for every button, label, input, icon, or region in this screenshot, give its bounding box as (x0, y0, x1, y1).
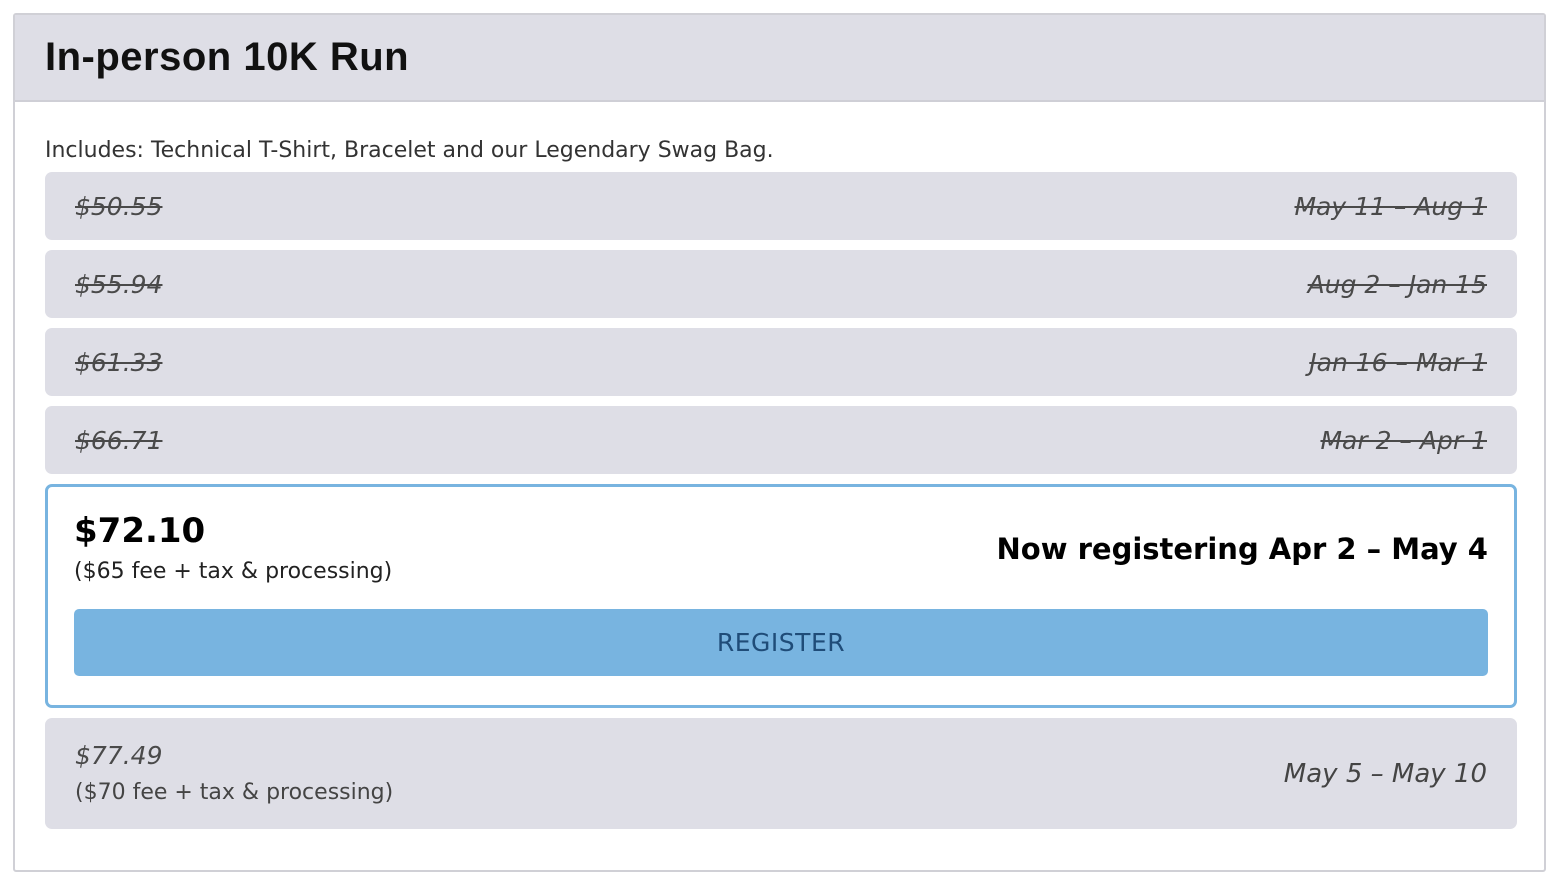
current-tier-dates: Now registering Apr 2 – May 4 (996, 532, 1488, 566)
upcoming-tier-dates: May 5 – May 10 (1283, 758, 1487, 789)
current-tier-price-block: $72.10 ($65 fee + tax & processing) (74, 511, 392, 587)
current-tier-fee-note: ($65 fee + tax & processing) (74, 559, 393, 584)
upcoming-tier-fee-note: ($70 fee + tax & processing) (75, 779, 394, 805)
tier-dates: Jan 16 – Mar 1 (1309, 347, 1487, 377)
current-tier-price: $72.10 (74, 511, 206, 551)
register-button[interactable]: REGISTER (74, 609, 1488, 676)
tier-dates: Aug 2 – Jan 15 (1307, 269, 1487, 299)
tier-dates: Mar 2 – Apr 1 (1320, 425, 1487, 455)
tier-price: $66.71 (75, 425, 163, 455)
current-tier-info: $72.10 ($65 fee + tax & processing) Now … (74, 511, 1488, 587)
upcoming-tier-price-block: $77.49 ($70 fee + tax & processing) (75, 740, 393, 808)
price-tier-expired: $50.55 May 11 – Aug 1 (45, 172, 1517, 240)
price-tier-expired: $55.94 Aug 2 – Jan 15 (45, 250, 1517, 318)
price-tier-expired: $61.33 Jan 16 – Mar 1 (45, 328, 1517, 396)
price-tier-upcoming: $77.49 ($70 fee + tax & processing) May … (45, 718, 1517, 829)
tier-price: $50.55 (75, 191, 163, 221)
price-tier-expired: $66.71 Mar 2 – Apr 1 (45, 406, 1517, 474)
tier-price: $55.94 (75, 269, 163, 299)
upcoming-tier-price: $77.49 (75, 740, 163, 770)
card-body: Includes: Technical T-Shirt, Bracelet an… (15, 136, 1544, 829)
pricing-tiers: $50.55 May 11 – Aug 1 $55.94 Aug 2 – Jan… (45, 172, 1517, 829)
tier-dates: May 11 – Aug 1 (1294, 191, 1487, 221)
tier-price: $61.33 (75, 347, 163, 377)
card-header: In-person 10K Run (15, 15, 1544, 102)
price-tier-current: $72.10 ($65 fee + tax & processing) Now … (45, 484, 1517, 708)
event-title: In-person 10K Run (45, 35, 410, 79)
event-card: In-person 10K Run Includes: Technical T-… (13, 13, 1546, 872)
includes-text: Includes: Technical T-Shirt, Bracelet an… (45, 138, 774, 163)
